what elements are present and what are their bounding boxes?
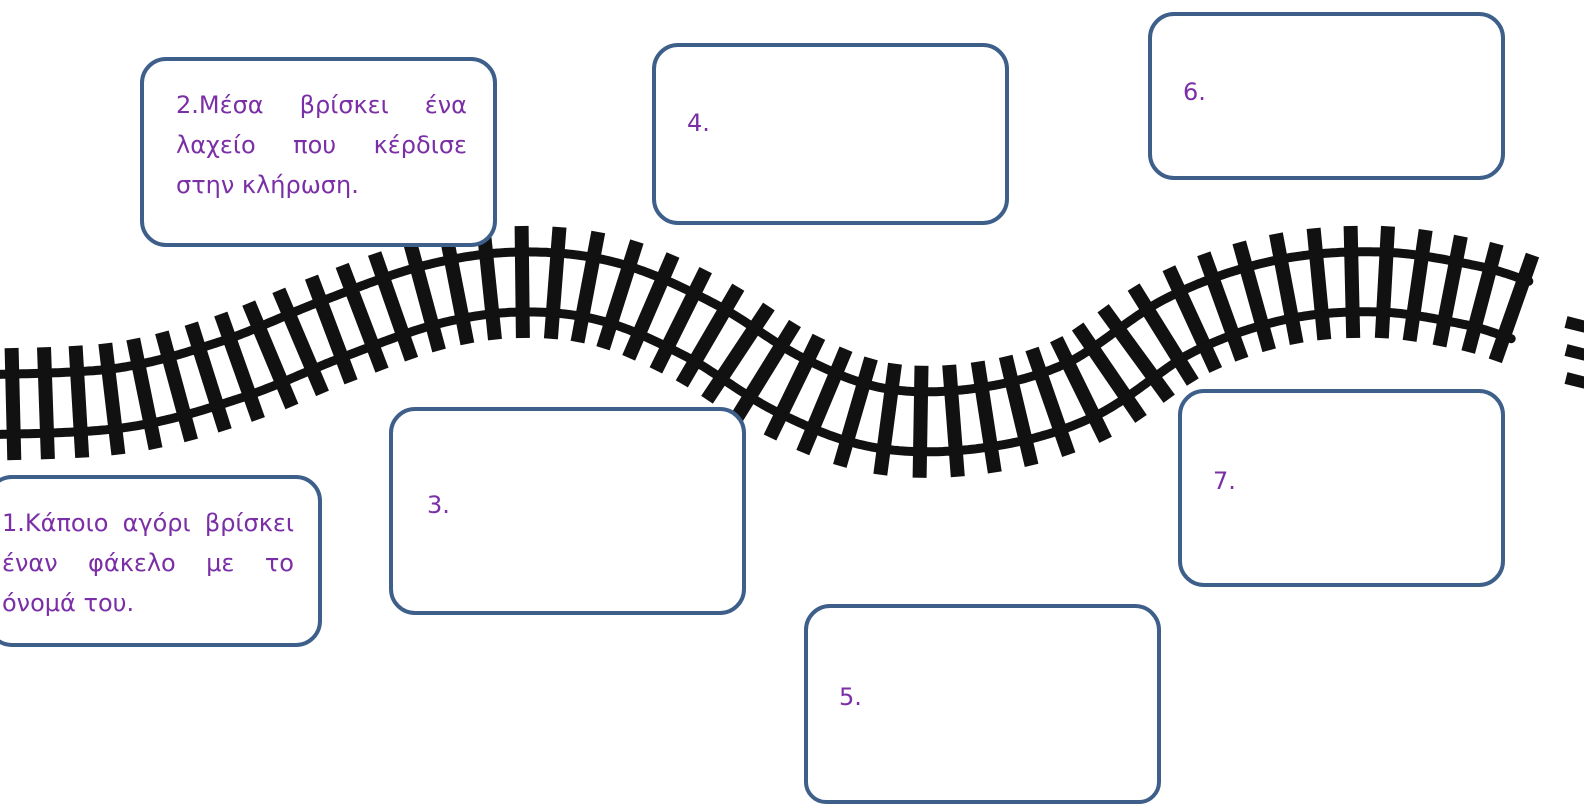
story-box-6-text: 6. xyxy=(1183,72,1481,112)
story-box-6[interactable]: 6. xyxy=(1148,12,1505,180)
rail-fragment xyxy=(1566,322,1584,384)
rail-tie xyxy=(1239,242,1269,350)
rail-tie xyxy=(12,348,15,460)
rail-tie xyxy=(1134,287,1193,382)
rail-tie xyxy=(249,303,292,406)
story-box-5-text: 5. xyxy=(839,677,1137,717)
story-box-3[interactable]: 3. xyxy=(389,407,746,615)
rail-tie xyxy=(221,314,258,420)
rail-tie xyxy=(410,242,439,350)
story-box-2: 2.Μέσα βρίσκει ένα λαχείο που κέρδισε στ… xyxy=(140,57,497,247)
rail-tie xyxy=(803,349,846,452)
rail-tie xyxy=(1103,308,1169,399)
rail-tie xyxy=(312,277,352,382)
story-box-7-text: 7. xyxy=(1213,461,1481,501)
rail-tie xyxy=(375,254,412,360)
rail-tie xyxy=(1495,255,1532,361)
rail-tie xyxy=(920,366,922,478)
story-box-2-text: 2.Μέσα βρίσκει ένα λαχείο που κέρδισε στ… xyxy=(176,85,467,205)
rail-tie xyxy=(629,255,673,358)
rail-tie xyxy=(1204,254,1242,359)
rail-tie xyxy=(603,242,637,349)
rail-tie xyxy=(162,332,191,440)
rail-tie xyxy=(551,227,560,339)
rail-tie xyxy=(446,234,467,344)
story-box-5[interactable]: 5. xyxy=(804,604,1161,804)
story-box-3-text: 3. xyxy=(427,485,722,525)
story-box-7[interactable]: 7. xyxy=(1178,389,1505,587)
rail-tie xyxy=(770,337,819,438)
rail-tie xyxy=(736,324,795,419)
rail-tie xyxy=(1006,356,1032,465)
story-box-1: 1.Κάποιο αγόρι βρίσκει έναν φάκελο με το… xyxy=(0,475,322,647)
rail-tie xyxy=(1468,244,1497,352)
rail-tie xyxy=(1056,339,1105,440)
rail-tie xyxy=(76,346,83,458)
rail-tie xyxy=(1169,268,1216,370)
rail-tie xyxy=(578,232,599,342)
rail-tie xyxy=(682,287,739,384)
rail-tie xyxy=(1078,327,1141,419)
rail-tie xyxy=(1351,226,1354,338)
rail-tie xyxy=(1410,230,1426,341)
rail-line-lower xyxy=(0,252,1529,392)
story-box-1-text: 1.Κάποιο αγόρι βρίσκει έναν φάκελο με το… xyxy=(2,503,294,623)
rail-tie xyxy=(522,226,523,338)
rail-tie xyxy=(840,358,871,466)
rail-tie xyxy=(484,228,496,339)
story-box-4-text: 4. xyxy=(687,103,985,143)
story-box-4[interactable]: 4. xyxy=(652,43,1009,225)
rail-tie xyxy=(656,270,706,370)
rail-tie xyxy=(133,339,155,449)
rail-tie xyxy=(342,265,382,370)
rail-tie xyxy=(978,362,995,473)
rail-tie xyxy=(279,290,323,393)
rail-tie xyxy=(707,307,769,400)
rail-tie xyxy=(949,365,958,477)
rail-tie xyxy=(1032,349,1069,455)
rail-tie xyxy=(1276,234,1297,344)
rail-tie xyxy=(1314,228,1325,339)
rail-tie xyxy=(44,347,48,459)
rail-tie xyxy=(1440,236,1461,346)
rail-tie xyxy=(191,324,225,431)
rail-tie xyxy=(1382,226,1388,338)
rail-tie xyxy=(105,343,118,454)
rail-tie xyxy=(880,364,895,475)
